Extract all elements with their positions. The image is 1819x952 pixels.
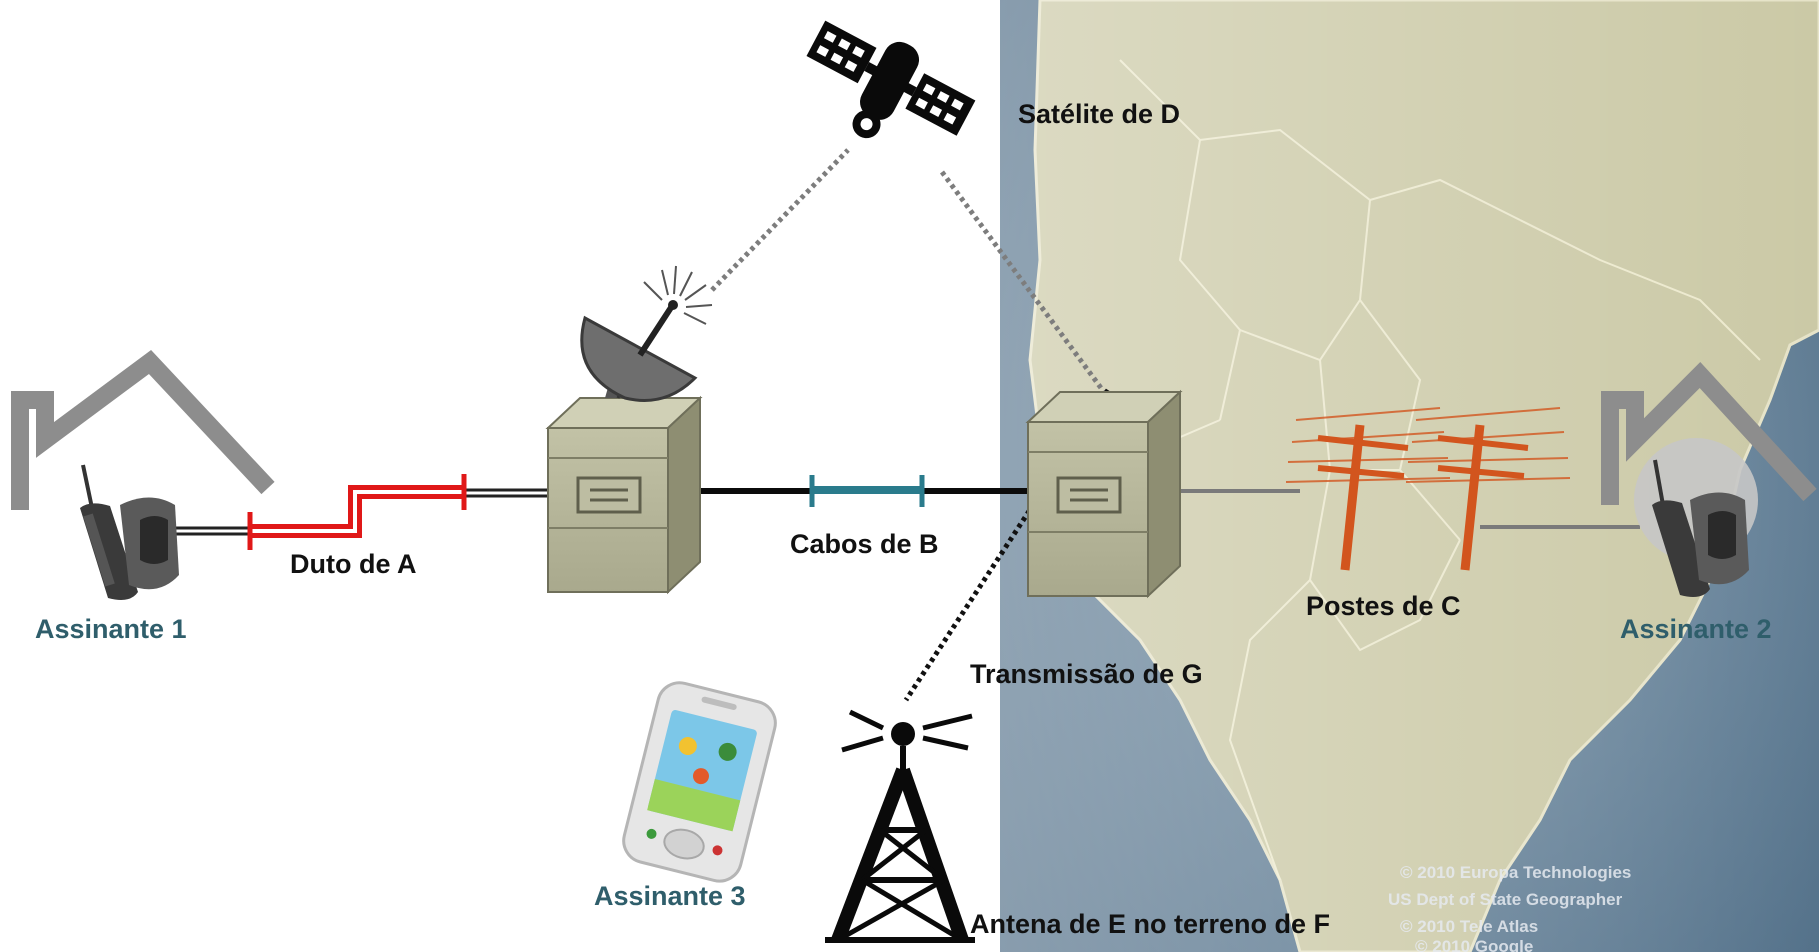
cable-b [809,475,925,507]
server-cabinet-icon [545,395,703,595]
duct-label: Duto de A [290,549,416,579]
house-icon [11,349,275,510]
utility-pole-icon [1285,407,1451,571]
cordless-phone-icon [1652,459,1749,597]
radio-transmission-line [903,388,1111,702]
white-panel [0,0,1000,952]
satellite-dish-icon [580,265,713,402]
uplink-line [710,148,850,292]
transmission-label: Transmissão de G [970,659,1203,689]
map-credit-2: US Dept of State Geographer [1388,890,1623,909]
subscriber-2-label: Assinante 2 [1620,614,1772,644]
satellite-icon [806,20,976,139]
cordless-phone-icon [80,464,179,600]
antenna-label: Antena de E no terreno de F [970,909,1330,939]
server-cabinet-icon [1025,389,1183,599]
map-credit-3: © 2010 Tele Atlas [1400,917,1538,936]
map-credit-4: © 2010 Google [1415,937,1533,952]
duct-a [247,474,467,550]
utility-poles [1285,407,1571,571]
satellite-links [710,148,1107,394]
utility-pole-icon [1405,407,1571,571]
subscriber-3-label: Assinante 3 [594,881,746,911]
satellite-label: Satélite de D [1018,99,1180,129]
subscriber-1-label: Assinante 1 [35,614,187,644]
downlink-line [939,170,1107,394]
poles-label: Postes de C [1306,591,1461,621]
radio-tower-icon [825,709,975,943]
smartphone-icon [622,681,777,883]
cables-label: Cabos de B [790,529,939,559]
map-credit-1: © 2010 Europa Technologies [1400,863,1631,882]
